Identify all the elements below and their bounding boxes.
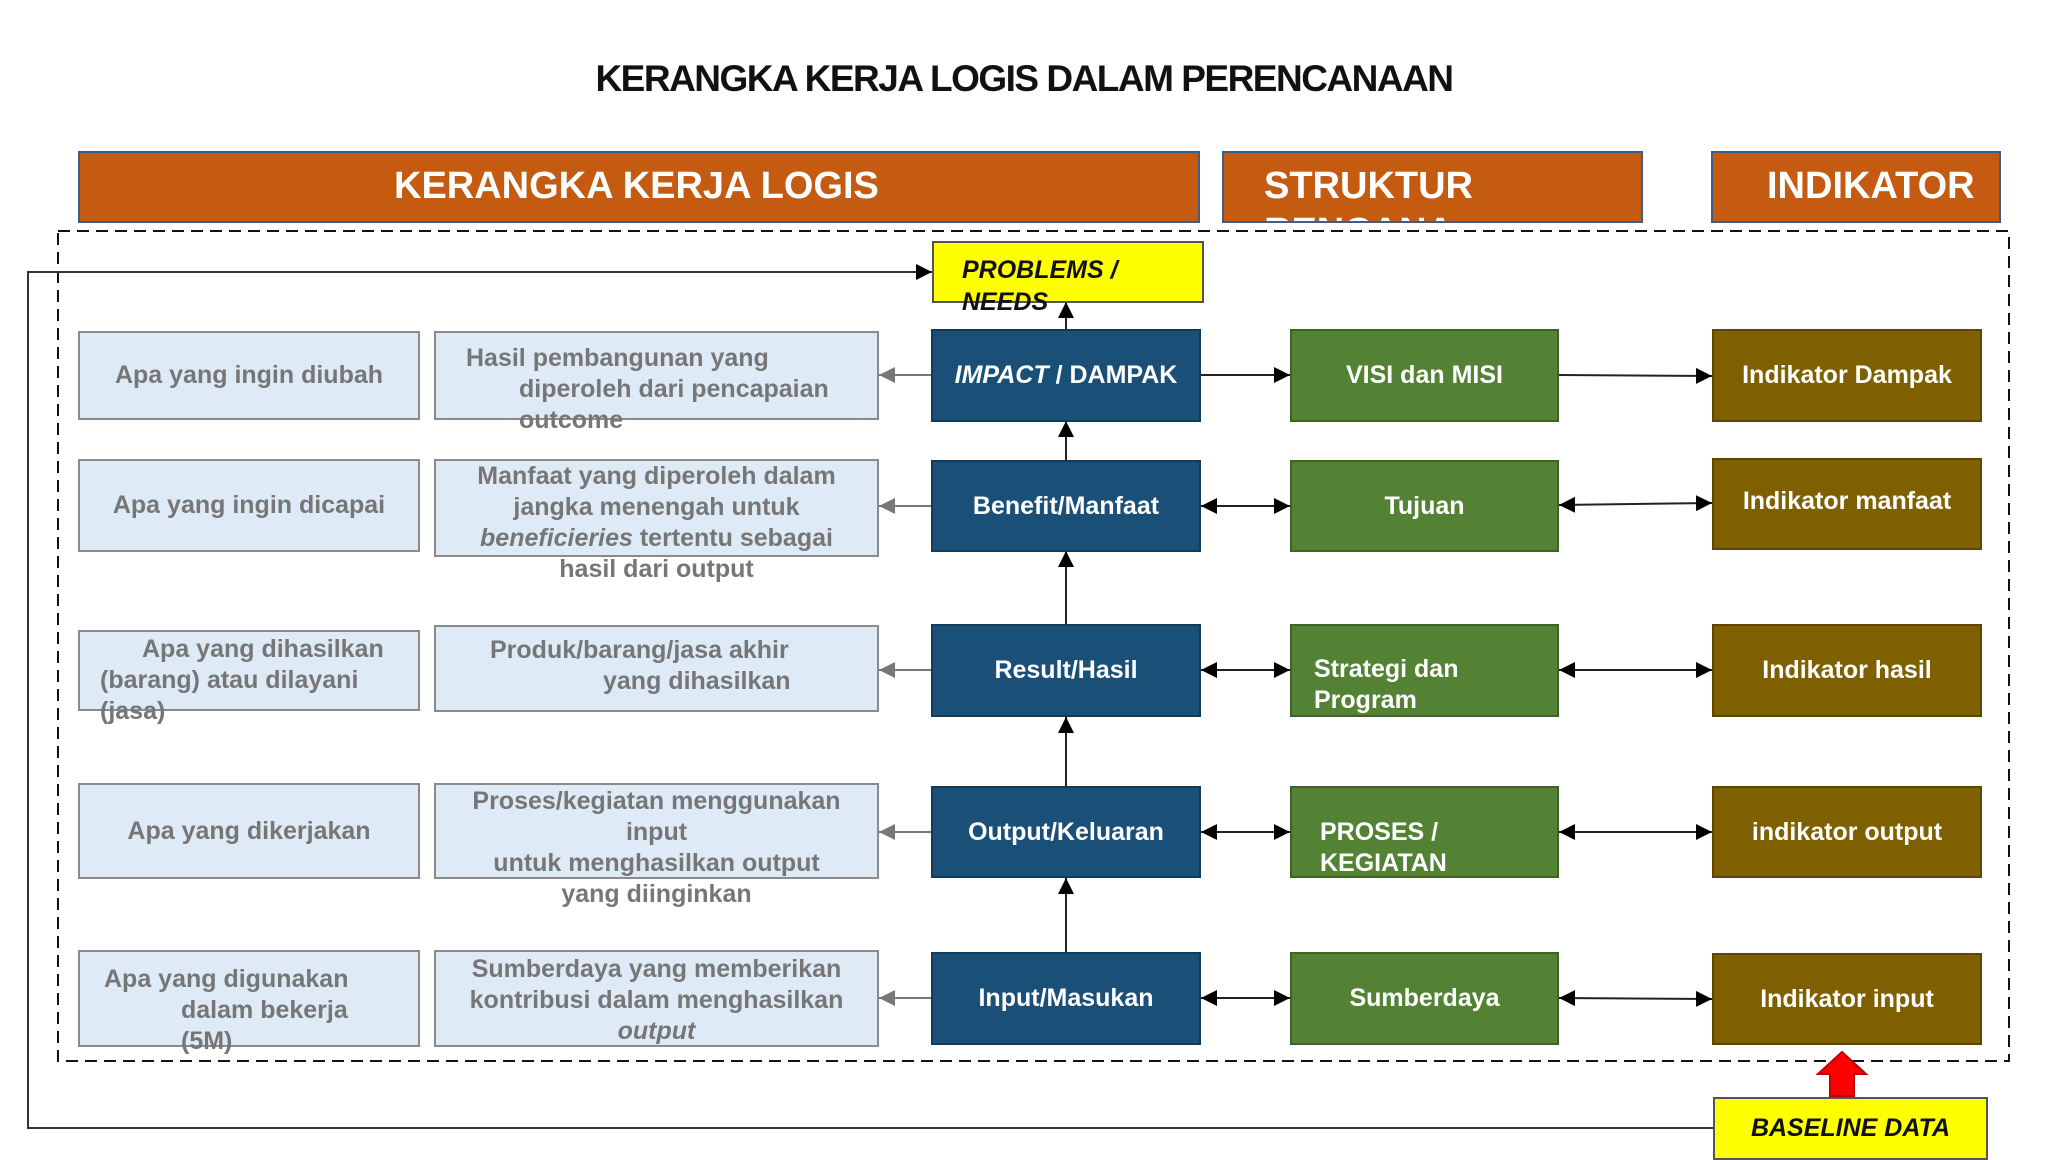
question-box-row-2: Apa yang ingin dicapai (78, 459, 420, 552)
description-box-row-4: Proses/kegiatan menggunakan input untuk … (434, 783, 879, 908)
question-line: (5M) (181, 1027, 233, 1055)
description-line: Produk/barang/jasa akhir (490, 636, 789, 664)
level-rest: / DAMPAK (1048, 361, 1178, 389)
description-line: outcome (519, 406, 624, 434)
struktur-box-row-3: Strategi dan Program (1290, 624, 1559, 717)
indikator-box-row-3: Indikator hasil (1712, 624, 1982, 717)
description-line: untuk menghasilkan output (493, 849, 820, 877)
indikator-box-row-2: Indikator manfaat (1712, 458, 1982, 550)
indikator-text: Indikator Dampak (1742, 361, 1952, 389)
description-line: kontribusi dalam menghasilkan (469, 986, 844, 1014)
baseline-arrow-icon (1815, 1050, 1869, 1097)
level-box-impact: IMPACT / DAMPAK (931, 329, 1201, 422)
level-text: Result/Hasil (994, 656, 1138, 684)
level-box-result: Result/Hasil (931, 624, 1201, 717)
baseline-data-box: BASELINE DATA (1713, 1097, 1988, 1160)
question-text: Apa yang ingin dicapai (112, 491, 386, 519)
level-box-benefit: Benefit/Manfaat (931, 460, 1201, 552)
problems-line-2: NEEDS (962, 288, 1049, 316)
question-line: (barang) atau dilayani (100, 666, 359, 694)
header-kerangka-kerja-logis: KERANGKA KERJA LOGIS (78, 151, 1200, 223)
description-line: jangka menengah untuk (513, 493, 800, 521)
description-line: Proses/kegiatan menggunakan (472, 787, 841, 815)
indikator-box-row-4: indikator output (1712, 786, 1982, 878)
description-line: Hasil pembangunan yang (466, 344, 769, 372)
struktur-line: KEGIATAN (1320, 849, 1447, 877)
level-text: Benefit/Manfaat (972, 491, 1160, 520)
indikator-text: Indikator manfaat (1742, 486, 1952, 515)
description-em: beneficieries (480, 524, 633, 552)
level-box-input: Input/Masukan (931, 952, 1201, 1045)
struktur-line: Strategi dan (1314, 655, 1459, 683)
description-line: output (617, 1017, 696, 1045)
header-struktur-rencana: STRUKTUR RENCANA (1222, 151, 1643, 223)
question-text: Apa yang ingin diubah (114, 361, 384, 389)
indikator-text: Indikator input (1760, 984, 1934, 1013)
description-box-row-3: Produk/barang/jasa akhir yang dihasilkan (434, 625, 879, 712)
description-line: yang dihasilkan (603, 667, 791, 695)
level-em: IMPACT (954, 361, 1049, 389)
indikator-text: Indikator hasil (1762, 656, 1932, 684)
description-line: diperoleh dari pencapaian (519, 375, 829, 403)
level-box-output: Output/Keluaran (931, 786, 1201, 878)
question-line: Apa yang dihasilkan (142, 635, 384, 663)
description-line: beneficieries tertentu sebagai (436, 523, 877, 554)
struktur-line: PROSES / (1320, 818, 1439, 846)
struktur-box-row-1: VISI dan MISI (1290, 329, 1559, 422)
question-line: dalam bekerja (181, 996, 348, 1024)
level-text: Output/Keluaran (968, 817, 1164, 846)
struktur-line: Program (1314, 686, 1417, 714)
description-box-row-5: Sumberdaya yang memberikan kontribusi da… (434, 950, 879, 1047)
struktur-box-row-4: PROSES / KEGIATAN (1290, 786, 1559, 878)
baseline-text: BASELINE DATA (1750, 1114, 1951, 1142)
description-line: hasil dari output (559, 555, 754, 583)
header-label: STRUKTUR RENCANA (1264, 165, 1473, 221)
indikator-box-row-1: Indikator Dampak (1712, 329, 1982, 422)
level-text: Input/Masukan (978, 984, 1154, 1012)
question-box-row-3: Apa yang dihasilkan (barang) atau dilaya… (78, 630, 420, 725)
question-line: Apa yang digunakan (104, 965, 349, 993)
question-text: Apa yang dikerjakan (127, 816, 371, 845)
question-box-row-4: Apa yang dikerjakan (78, 783, 420, 879)
problems-needs-box: PROBLEMS / NEEDS (932, 241, 1204, 316)
header-label: KERANGKA KERJA LOGIS (394, 165, 879, 207)
struktur-text: Tujuan (1384, 491, 1465, 520)
struktur-text: Sumberdaya (1349, 984, 1500, 1012)
indikator-box-row-5: Indikator input (1712, 953, 1982, 1045)
description-line: Manfaat yang diperoleh dalam (477, 462, 836, 490)
description-line: yang diinginkan (561, 880, 752, 908)
question-box-row-1: Apa yang ingin diubah (78, 331, 420, 420)
header-label: INDIKATOR (1767, 165, 1975, 207)
description-rest: tertentu sebagai (632, 524, 833, 552)
struktur-box-row-5: Sumberdaya (1290, 952, 1559, 1045)
indikator-text: indikator output (1751, 817, 1943, 846)
description-box-row-1: Hasil pembangunan yang diperoleh dari pe… (434, 331, 879, 434)
question-line: (jasa) (100, 697, 166, 725)
struktur-text: VISI dan MISI (1346, 361, 1503, 389)
header-indikator: INDIKATOR (1711, 151, 2001, 223)
page-title: KERANGKA KERJA LOGIS DALAM PERENCANAAN (595, 58, 1454, 99)
description-line: Sumberdaya yang memberikan (471, 955, 842, 983)
description-box-row-2: Manfaat yang diperoleh dalam jangka mene… (434, 459, 879, 583)
description-line: input (625, 818, 688, 846)
question-box-row-5: Apa yang digunakan dalam bekerja (5M) (78, 950, 420, 1055)
problems-line-1: PROBLEMS / (962, 256, 1118, 284)
struktur-box-row-2: Tujuan (1290, 460, 1559, 552)
